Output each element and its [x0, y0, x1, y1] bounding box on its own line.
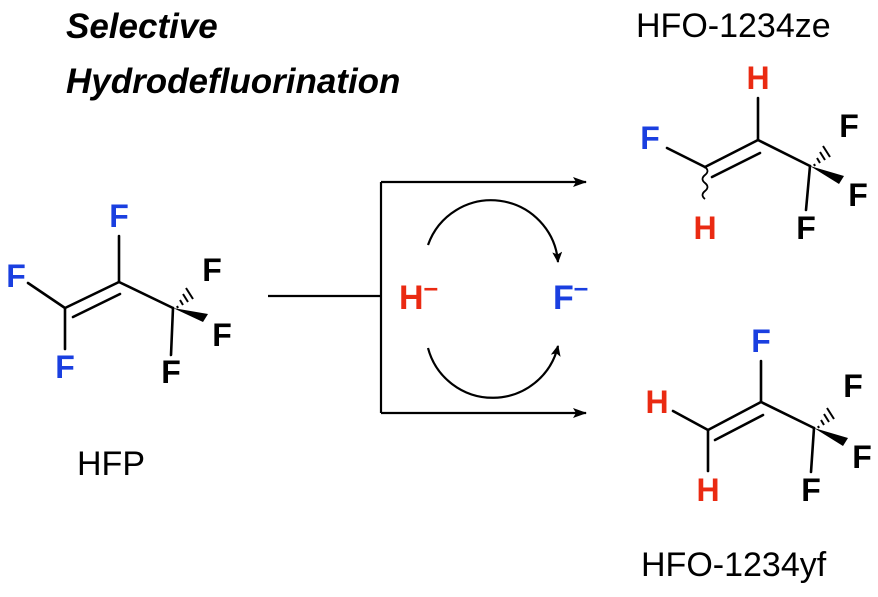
hfp-atom-f-cf3-up: F	[202, 252, 222, 288]
hydride-ion: H–	[399, 272, 438, 317]
hfp-atom-f-left: F	[6, 258, 26, 294]
yf-atom-f-right: F	[852, 439, 872, 475]
product-bottom-name: HFO-1234yf	[641, 546, 827, 584]
title-line2: Hydrodefluorination	[66, 62, 400, 101]
hfp-atom-f-cf3-right: F	[212, 317, 232, 353]
hfp-atom-f-top: F	[109, 198, 129, 234]
yf-bold-wedge	[814, 428, 848, 446]
yf-hashed-wedge	[817, 407, 835, 429]
catalytic-cycle-arrows	[426, 199, 563, 399]
ze-bold-wedge	[810, 166, 844, 184]
wavy-bond	[701, 166, 709, 200]
yf-atom-f-up: F	[843, 368, 863, 404]
reaction-arrows	[268, 177, 587, 418]
hfo-1234yf-structure: H H F F F F	[645, 323, 871, 508]
ze-atom-f-left: F	[640, 120, 660, 156]
yf-atom-h-bottom: H	[696, 472, 719, 508]
ze-atom-h-top: H	[746, 60, 769, 96]
hfp-atom-f-cf3-down: F	[161, 354, 181, 390]
ze-hashed-wedge	[813, 145, 831, 167]
fluoride-ion: F–	[553, 272, 588, 317]
hfp-hashed-wedge	[176, 287, 194, 309]
hfp-bold-wedge	[173, 308, 208, 322]
ze-atom-f-down: F	[796, 210, 816, 246]
reactant-name: HFP	[77, 445, 145, 483]
yf-atom-h-left: H	[645, 384, 668, 420]
product-top-name: HFO-1234ze	[636, 7, 831, 45]
ze-atom-h-bottom: H	[693, 210, 716, 246]
ze-atom-f-right: F	[848, 177, 868, 213]
ze-atom-f-up: F	[839, 108, 859, 144]
yf-atom-f-top: F	[751, 323, 771, 359]
title-line1: Selective	[66, 7, 218, 46]
yf-atom-f-down: F	[801, 472, 821, 508]
hfp-structure: F F F F F F	[6, 198, 232, 390]
hfo-1234ze-structure: H H F F F F	[640, 60, 868, 246]
hfp-atom-f-bottom: F	[55, 349, 75, 385]
